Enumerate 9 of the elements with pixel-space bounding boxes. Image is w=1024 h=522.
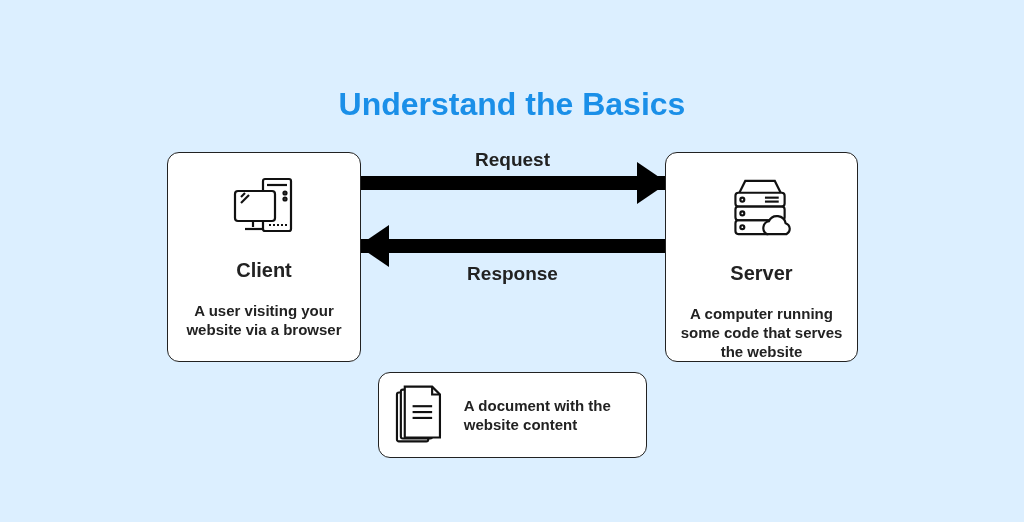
- card-title: Client: [236, 258, 292, 283]
- card-description: A computer running some code that serves the website: [679, 304, 844, 361]
- card: [665, 152, 858, 362]
- card-title: Server: [730, 261, 793, 286]
- title: Understand the Basics: [337, 85, 687, 124]
- card: [378, 372, 647, 458]
- card-description: A user visiting your website via a browser: [185, 301, 343, 339]
- card-description: A document with the website content: [463, 396, 612, 434]
- card: [167, 152, 361, 362]
